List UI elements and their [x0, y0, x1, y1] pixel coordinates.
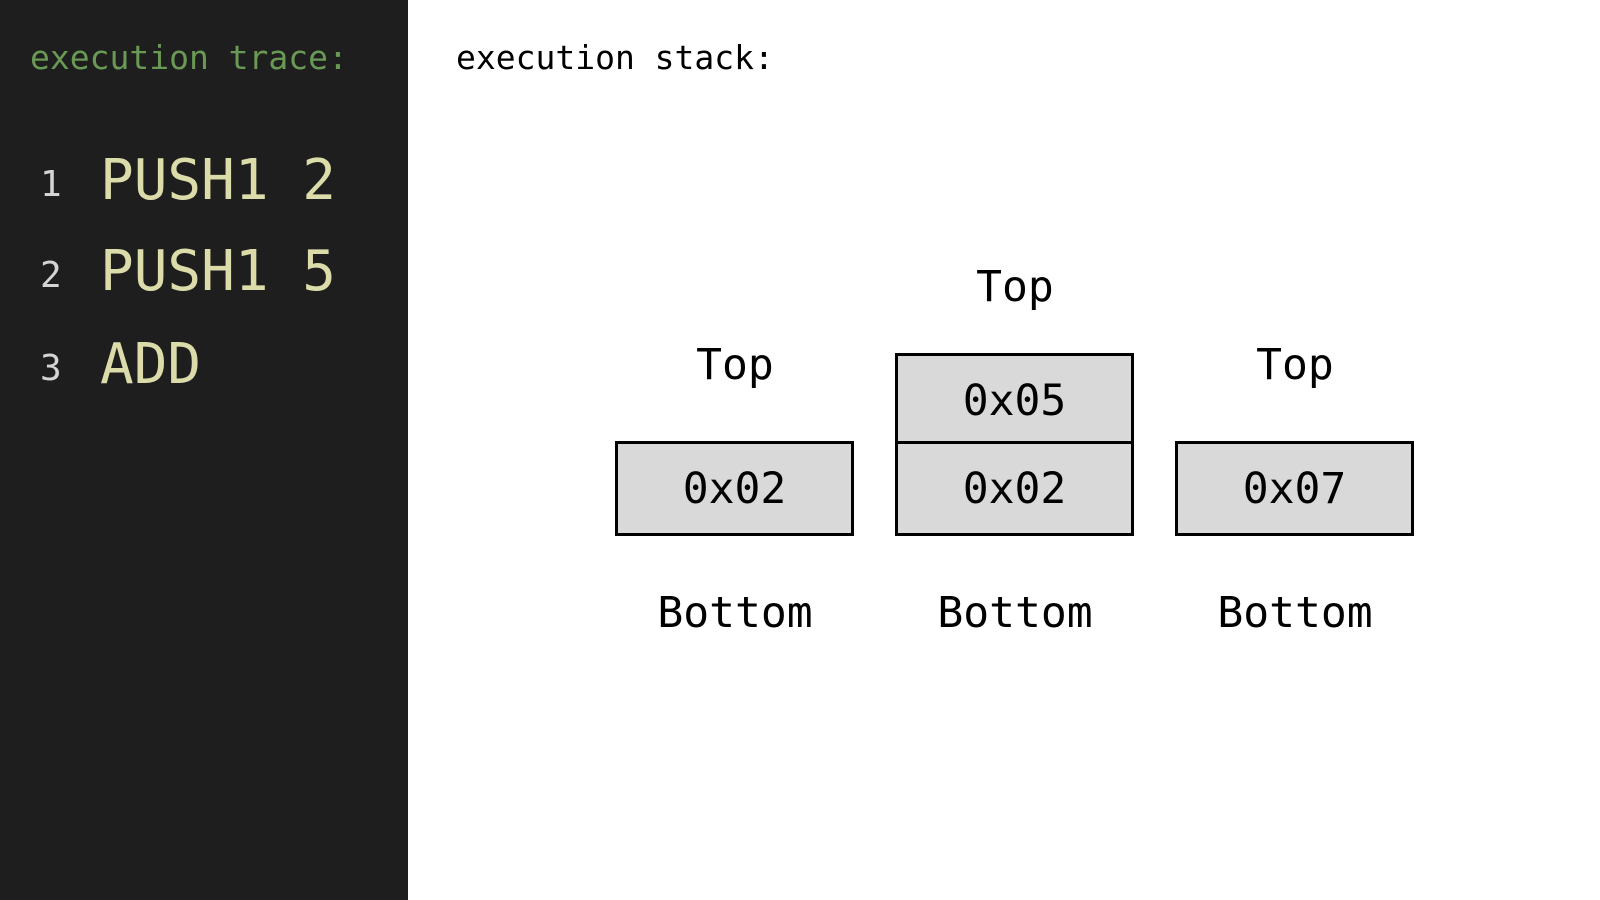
execution-trace-panel: execution trace: 1 PUSH1 2 2 PUSH1 5 3 A…: [0, 0, 408, 900]
stack-bottom-label: Bottom: [1217, 588, 1373, 638]
stack-top-label: Top: [976, 262, 1054, 312]
stack-bottom-label: Bottom: [657, 588, 813, 638]
line-code: PUSH1 5: [100, 239, 337, 304]
stack-cell: 0x07: [1175, 441, 1414, 536]
line-code: ADD: [100, 332, 202, 397]
stack-bottom-label: Bottom: [937, 588, 1093, 638]
stack-top-label: Top: [1256, 340, 1334, 390]
line-number: 1: [40, 164, 62, 205]
stack-cell: 0x05: [895, 353, 1134, 448]
line-code: PUSH1 2: [100, 148, 337, 213]
line-number: 2: [40, 255, 62, 296]
stack-cell: 0x02: [615, 441, 854, 536]
line-number: 3: [40, 348, 62, 389]
execution-trace-title: execution trace:: [30, 38, 348, 77]
stack-cell: 0x02: [895, 441, 1134, 536]
execution-stack-title: execution stack:: [456, 38, 774, 77]
stack-top-label: Top: [696, 340, 774, 390]
